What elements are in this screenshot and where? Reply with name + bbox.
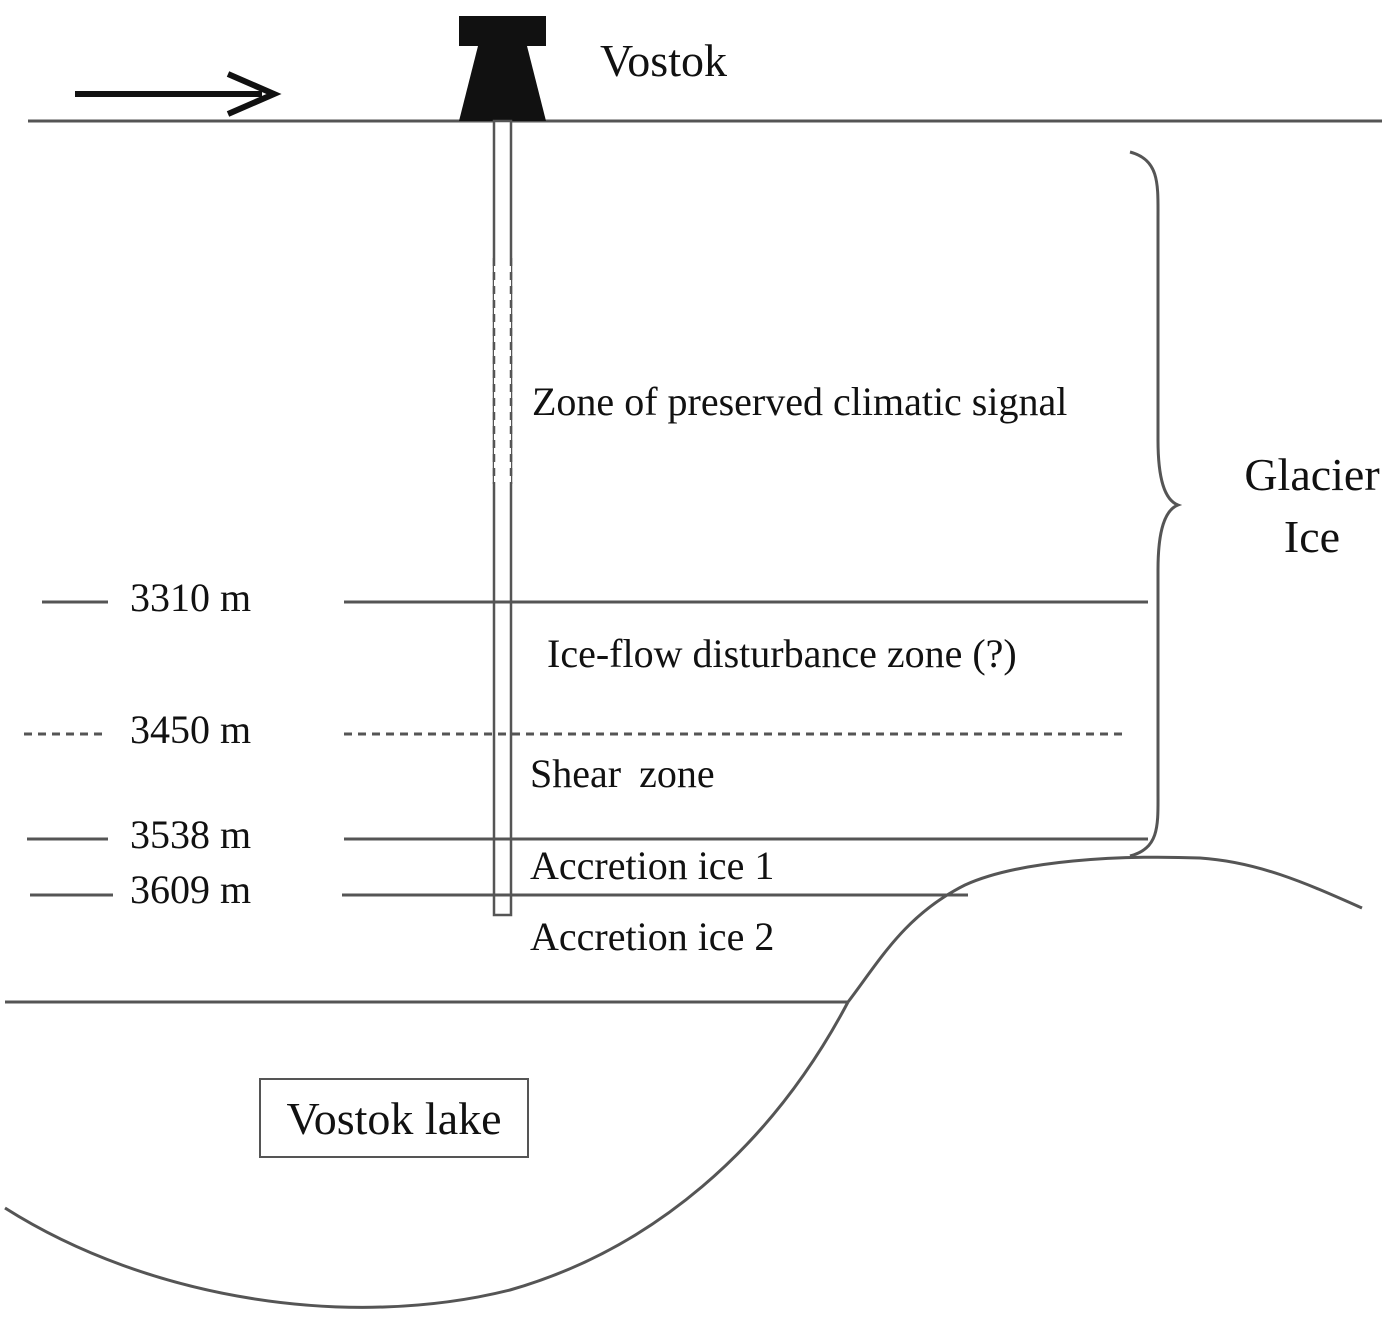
- zone-climatic-signal-label: Zone of preserved climatic signal: [532, 379, 1068, 424]
- glacier-ice-label-line2: Ice: [1283, 511, 1341, 562]
- bedrock-slope-outline: [4, 1001, 850, 1309]
- glacier-ice-label-line1: Glacier: [1244, 449, 1380, 500]
- zone-ice-flow-disturbance-label: Ice-flow disturbance zone (?): [547, 631, 1017, 676]
- drilling-rig-icon: [459, 16, 546, 121]
- glacier-ice-brace: [1129, 150, 1183, 858]
- depth-label-3310: 3310 m: [130, 575, 252, 620]
- glacier-ice-label: Glacier Ice: [1222, 444, 1400, 568]
- vostok-lake-label: Vostok lake: [286, 1092, 502, 1144]
- bedrock-hill-outline: [846, 855, 1363, 1003]
- station-name: Vostok: [600, 35, 727, 86]
- depth-label-3450: 3450 m: [130, 707, 252, 752]
- depth-label-3538: 3538 m: [130, 812, 252, 857]
- borehole: [492, 119, 513, 917]
- zone-accretion-ice-2-label: Accretion ice 2: [530, 914, 775, 959]
- vostok-lake-box: Vostok lake: [259, 1078, 529, 1158]
- zone-accretion-ice-1-label: Accretion ice 1: [530, 843, 775, 888]
- depth-label-3609: 3609 m: [130, 867, 252, 912]
- ice-flow-arrow-icon: [75, 71, 282, 117]
- zone-shear-label: Shear zone: [530, 751, 715, 796]
